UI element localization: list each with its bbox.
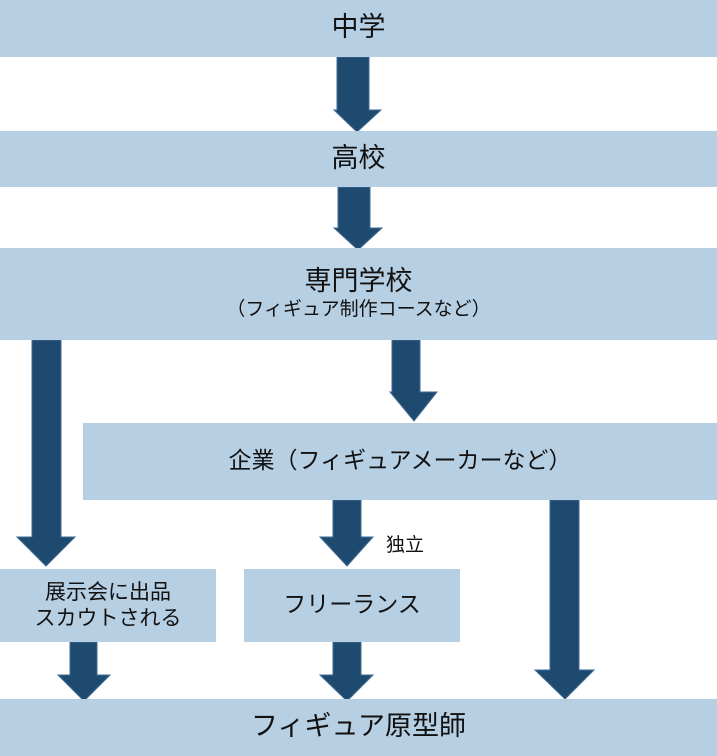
arrow-junior-high-to-high-school bbox=[332, 56, 383, 133]
node-junior-high: 中学 bbox=[0, 0, 717, 57]
node-label: 中学 bbox=[331, 12, 386, 44]
node-company: 企業（フィギュアメーカーなど） bbox=[83, 423, 717, 500]
arrow-company-to-prototyper bbox=[533, 499, 596, 700]
node-exhibition: 展示会に出品 スカウトされる bbox=[0, 569, 216, 642]
arrow-freelance-to-prototyper bbox=[318, 641, 375, 702]
arrow-vocational-to-exhibition bbox=[15, 339, 77, 567]
node-label-line2: スカウトされる bbox=[34, 605, 182, 630]
node-vocational-school: 専門学校 （フィギュア制作コースなど） bbox=[0, 248, 717, 340]
arrow-company-to-freelance bbox=[318, 499, 375, 567]
edge-label-independence: 独立 bbox=[386, 534, 425, 556]
arrow-exhibition-to-prototyper bbox=[56, 641, 112, 702]
node-label: フィギュア原型師 bbox=[251, 711, 466, 743]
arrow-vocational-to-company bbox=[388, 339, 439, 422]
node-figure-prototyper: フィギュア原型師 bbox=[0, 699, 717, 756]
node-label: 企業（フィギュアメーカーなど） bbox=[228, 448, 572, 475]
node-label: 専門学校 bbox=[304, 265, 413, 297]
arrow-high-school-to-vocational bbox=[332, 186, 384, 251]
node-label: 高校 bbox=[331, 142, 386, 174]
node-freelance: フリーランス bbox=[244, 569, 460, 642]
node-sublabel: （フィギュア制作コースなど） bbox=[226, 298, 491, 321]
node-high-school: 高校 bbox=[0, 131, 717, 187]
node-label: フリーランス bbox=[283, 592, 421, 619]
node-label-line1: 展示会に出品 bbox=[45, 580, 171, 605]
